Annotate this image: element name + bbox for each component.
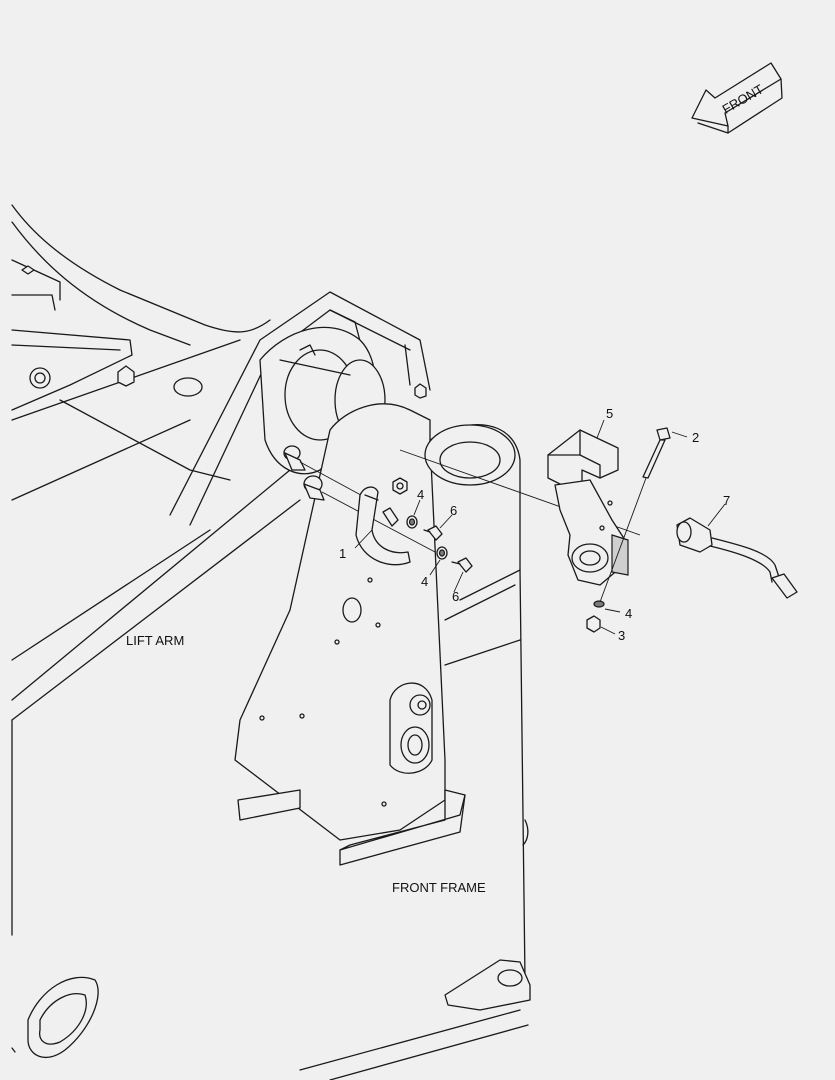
callout-4c: 4 <box>625 606 632 621</box>
front-arrow: FRONT <box>691 62 783 134</box>
callout-6a: 6 <box>450 503 457 518</box>
lift-arm-label: LIFT ARM <box>126 633 184 648</box>
hardware-lower <box>586 600 605 633</box>
callout-5: 5 <box>606 406 613 421</box>
callout-1: 1 <box>339 546 346 561</box>
callout-leaders <box>354 419 726 635</box>
callout-4b: 4 <box>421 574 428 589</box>
callout-7: 7 <box>723 493 730 508</box>
hardware-upper <box>406 515 473 573</box>
mount-housing <box>169 291 431 526</box>
front-frame-label: FRONT FRAME <box>392 880 486 895</box>
callout-4a: 4 <box>417 487 424 502</box>
part-1-dog <box>355 486 411 566</box>
lift-arm <box>11 204 301 936</box>
callout-2: 2 <box>692 430 699 445</box>
part-5-bracket <box>547 429 629 586</box>
front-frame-lower <box>11 819 531 1080</box>
callout-6b: 6 <box>452 589 459 604</box>
part-2-bolt <box>599 427 671 603</box>
callout-3: 3 <box>618 628 625 643</box>
callout-numbers: 1 2 3 4 4 4 5 6 6 7 <box>339 406 730 643</box>
part-7-switch <box>676 517 798 599</box>
